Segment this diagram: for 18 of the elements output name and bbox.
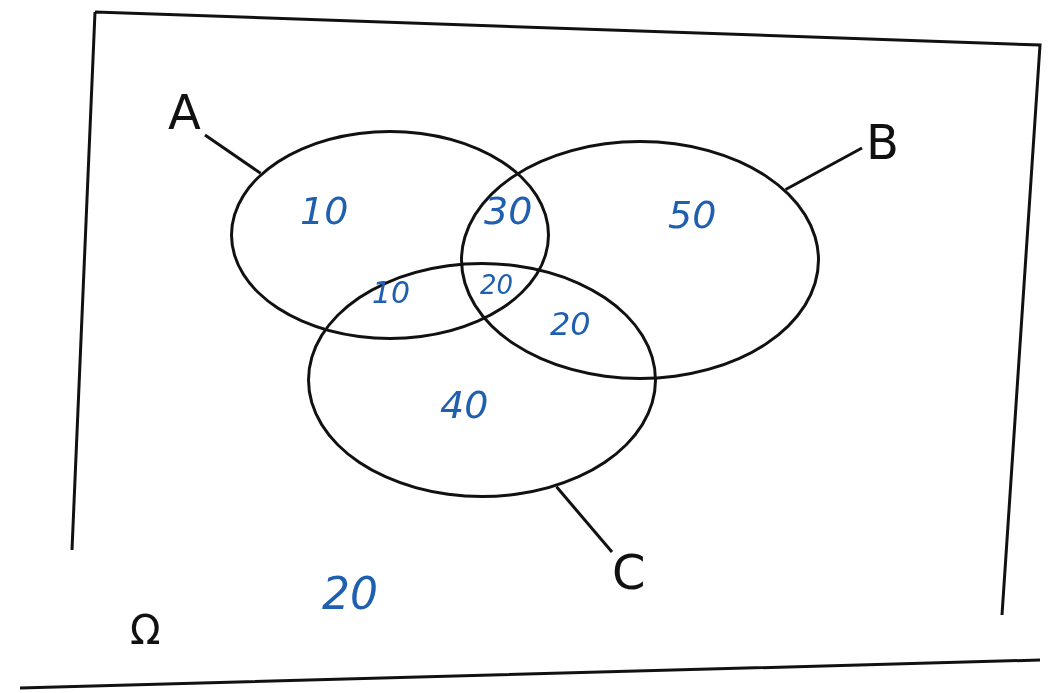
leader-line	[555, 485, 614, 553]
universe-label: Ω	[130, 610, 161, 650]
leader-line	[204, 133, 262, 175]
set-label: C	[612, 548, 646, 596]
ellipse-outline	[307, 262, 657, 498]
region-count: 20	[322, 572, 378, 616]
region-count: 10	[300, 192, 349, 230]
ellipse-outline	[460, 140, 820, 380]
region-count: 40	[440, 386, 489, 424]
set-label: B	[866, 118, 899, 166]
region-count: 10	[372, 278, 411, 308]
set-label: A	[168, 88, 201, 136]
region-count: 30	[484, 192, 533, 230]
region-count: 20	[550, 308, 591, 340]
ellipse-outline	[230, 130, 550, 340]
leader-line	[784, 146, 863, 191]
region-count: 50	[668, 196, 717, 234]
region-count: 20	[480, 272, 514, 298]
